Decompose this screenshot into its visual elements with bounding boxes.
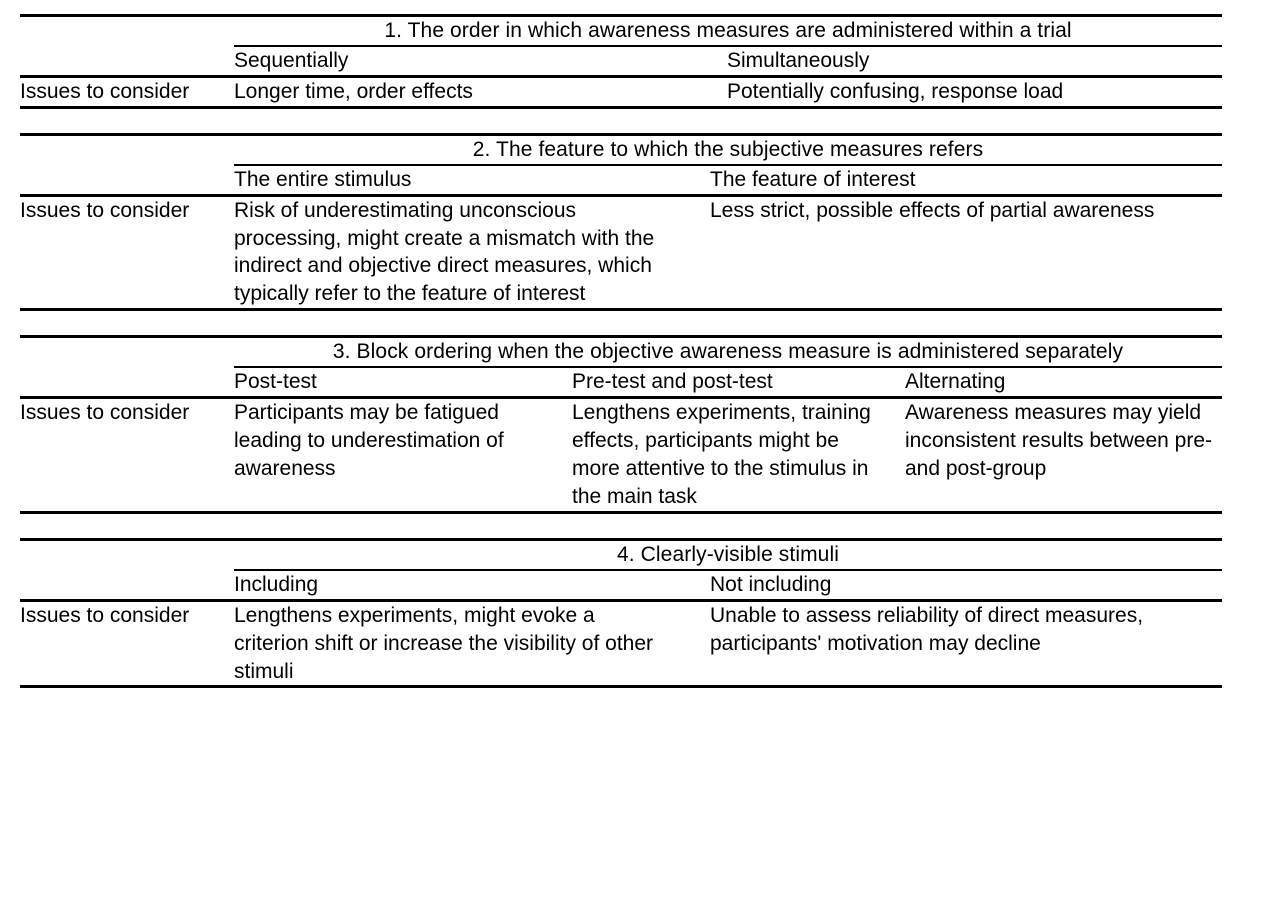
section-3-title: 3. Block ordering when the objective awa… (332, 340, 1124, 364)
section-4-issue-1: Lengthens experiments, might evoke a cri… (234, 603, 654, 683)
awareness-measures-table: 1. The order in which awareness measures… (20, 14, 1222, 689)
section-3-column-header-row: Post-test Pre-test and post-test Alterna… (20, 368, 1222, 396)
section-4-issues-label: Issues to consider (20, 603, 190, 627)
bottom-rule (20, 510, 1222, 514)
section-4-top-rule-row (20, 537, 1222, 541)
section-2-title-row: 2. The feature to which the subjective m… (20, 136, 1222, 164)
bottom-rule (20, 308, 1222, 312)
section-4-title: 4. Clearly-visible stimuli (617, 542, 839, 566)
section-3-issues-label: Issues to consider (20, 401, 190, 425)
section-2-issues-label: Issues to consider (20, 198, 190, 222)
section-2-col-1-header: The entire stimulus (234, 167, 412, 191)
section-2-title-rule-row (20, 163, 1222, 166)
section-1-title-row: 1. The order in which awareness measures… (20, 17, 1222, 45)
section-gap-1-2 (20, 109, 1222, 133)
section-2-top-rule-row (20, 132, 1222, 136)
top-rule (20, 132, 1222, 136)
section-2-bottom-rule-row (20, 308, 1222, 312)
section-1-issues-label: Issues to consider (20, 79, 190, 103)
section-4-bottom-rule-row (20, 685, 1222, 689)
section-2-title: 2. The feature to which the subjective m… (472, 137, 984, 161)
section-3-col-1-header: Post-test (234, 370, 317, 394)
section-1-column-header-row: Sequentially Simultaneously (20, 47, 1222, 75)
section-3-issue-3: Awareness measures may yield inconsisten… (905, 401, 1212, 480)
section-4-issue-2: Unable to assess reliability of direct m… (710, 603, 1144, 655)
section-3-bottom-rule-row (20, 510, 1222, 514)
header-rule (20, 193, 1222, 197)
section-4-issues-row: Issues to consider Lengthens experiments… (20, 602, 1222, 686)
section-4-column-header-row: Including Not including (20, 571, 1222, 599)
section-4-col-1-header: Including (234, 572, 319, 596)
section-3-header-rule-row (20, 396, 1222, 400)
section-2-column-header-row: The entire stimulus The feature of inter… (20, 166, 1222, 194)
top-rule (20, 335, 1222, 339)
section-2-col-2-header: The feature of interest (710, 167, 916, 191)
section-3-col-2-header: Pre-test and post-test (572, 370, 773, 394)
section-3-title-rule-row (20, 366, 1222, 369)
bottom-rule (20, 685, 1222, 689)
section-3-col-3-header: Alternating (905, 370, 1006, 394)
title-underrule (234, 44, 1222, 47)
section-2-issue-1: Risk of underestimating unconscious proc… (234, 198, 655, 306)
section-1-title-rule-row (20, 44, 1222, 47)
section-1-header-rule-row (20, 74, 1222, 78)
section-3-title-row: 3. Block ordering when the objective awa… (20, 338, 1222, 366)
section-1-issue-1: Longer time, order effects (234, 79, 473, 103)
section-2-issues-row: Issues to consider Risk of underestimati… (20, 197, 1222, 309)
section-3-top-rule-row (20, 335, 1222, 339)
section-1-issue-2: Potentially confusing, response load (727, 79, 1064, 103)
section-1-issues-row: Issues to consider Longer time, order ef… (20, 78, 1222, 106)
bottom-rule (20, 105, 1222, 109)
section-1-title: 1. The order in which awareness measures… (384, 19, 1072, 42)
header-rule (20, 396, 1222, 400)
section-1-table: 1. The order in which awareness measures… (20, 14, 1222, 109)
section-2-issue-2: Less strict, possible effects of partial… (710, 198, 1155, 222)
section-1-top-rule-row (20, 14, 1222, 17)
section-3-issue-1: Participants may be fatigued leading to … (234, 401, 504, 480)
section-4-header-rule-row (20, 598, 1222, 602)
title-underrule (234, 568, 1222, 571)
section-1-bottom-rule-row (20, 105, 1222, 109)
section-4-title-row: 4. Clearly-visible stimuli (20, 541, 1222, 569)
section-4-title-rule-row (20, 568, 1222, 571)
section-4-table: 4. Clearly-visible stimuli Including Not… (20, 537, 1222, 689)
top-rule (20, 537, 1222, 541)
section-3-issue-2: Lengthens experiments, training effects,… (572, 401, 871, 508)
section-3-table: 3. Block ordering when the objective awa… (20, 335, 1222, 514)
section-3-issues-row: Issues to consider Participants may be f… (20, 399, 1222, 511)
title-underrule (234, 366, 1222, 369)
top-rule (20, 14, 1222, 17)
section-gap-3-4 (20, 514, 1222, 538)
header-rule (20, 598, 1222, 602)
section-gap-2-3 (20, 311, 1222, 335)
section-4-col-2-header: Not including (710, 572, 832, 596)
section-1-col-2-header: Simultaneously (727, 48, 870, 72)
section-2-header-rule-row (20, 193, 1222, 197)
section-2-table: 2. The feature to which the subjective m… (20, 132, 1222, 312)
header-rule (20, 74, 1222, 78)
section-1-col-1-header: Sequentially (234, 48, 349, 72)
title-underrule (234, 163, 1222, 166)
